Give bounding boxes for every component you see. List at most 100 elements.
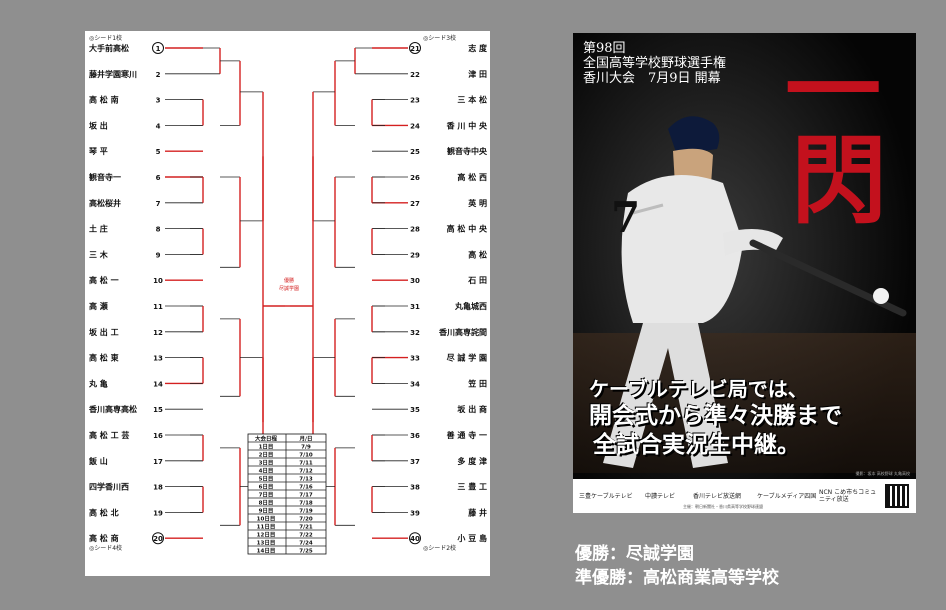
schedule-day: 11日目 — [257, 523, 276, 531]
schedule-date: 7/12 — [299, 469, 313, 475]
team-name-left: 丸 亀 — [88, 378, 108, 388]
batter-photo — [573, 33, 916, 513]
schedule-date: 7/25 — [299, 549, 313, 555]
schedule-day: 1日目 — [259, 443, 274, 451]
team-number-right: 35 — [410, 406, 420, 414]
team-name-left: 高 松 北 — [89, 507, 119, 517]
seed-label-bottom-right: ◎シード2校 — [423, 545, 457, 552]
runner-up-text: 準優勝：高松商業高等学校 — [575, 568, 779, 588]
team-number-right: 31 — [410, 303, 420, 311]
schedule-date: 7/22 — [299, 533, 313, 539]
team-name-left: 大手前高松 — [89, 43, 129, 53]
sponsor-bar: 三豊ケーブルテレビ 中讃テレビ 香川テレビ放送網 ケーブルメディア四国 NCN … — [573, 479, 916, 513]
sponsor-logo: ケーブルメディア四国 — [757, 493, 817, 500]
team-name-right: 高 松 — [468, 249, 487, 259]
team-name-right: 小 豆 島 — [456, 533, 487, 543]
team-name-left: 香川高専高松 — [88, 404, 137, 414]
team-number-right: 27 — [410, 200, 420, 208]
team-number-right: 26 — [410, 174, 420, 182]
team-name-right: 高 松 中 央 — [447, 224, 488, 234]
team-number-right: 21 — [410, 45, 420, 53]
broadcast-callout: ケーブルテレビ局では、 開会式から準々決勝まで 全試合実況生中継。 — [589, 376, 842, 460]
schedule-day: 8日目 — [259, 499, 274, 507]
team-number-left: 15 — [153, 406, 163, 414]
team-number-left: 18 — [153, 484, 163, 492]
team-name-right: 三 本 松 — [457, 95, 487, 105]
team-number-right: 34 — [410, 380, 420, 388]
callout-line: 開会式から準々決勝まで — [589, 403, 842, 429]
team-name-right: 善 通 寺 一 — [447, 430, 487, 440]
champion-box: 優勝 尽誠学園 — [274, 277, 304, 293]
team-name-right: 志 度 — [468, 43, 488, 53]
team-name-right: 高 松 西 — [457, 172, 487, 182]
team-number-left: 9 — [156, 251, 161, 259]
team-number-right: 39 — [410, 509, 420, 517]
team-name-left: 琴 平 — [88, 147, 108, 156]
team-name-right: 石 田 — [467, 276, 487, 285]
team-name-left: 観音寺一 — [89, 172, 121, 182]
callout-line: 全試合実況生中継。 — [593, 432, 800, 458]
team-number-left: 5 — [156, 148, 161, 156]
team-name-left: 四学香川西 — [89, 482, 129, 492]
schedule-date: 7/17 — [299, 493, 313, 499]
schedule-day: 14日目 — [257, 547, 276, 555]
winner-text: 優勝：尽誠学園 — [575, 544, 694, 564]
seed-circle — [152, 532, 164, 545]
seed-label-top-left: ◎シード1校 — [89, 35, 123, 42]
team-name-right: 藤 井 — [467, 507, 487, 517]
team-number-right: 40 — [410, 535, 420, 543]
team-number-left: 1 — [156, 45, 161, 53]
headline-kanji-ichi: 一 — [785, 34, 881, 147]
schedule-day: 2日目 — [259, 451, 274, 459]
team-number-left: 10 — [153, 277, 163, 285]
team-name-right: 香川高専詫間 — [438, 327, 487, 337]
schedule-date: 7/24 — [299, 541, 313, 547]
schedule-date: 7/19 — [299, 509, 313, 515]
champion-label: 優勝 — [283, 278, 294, 284]
team-number-left: 17 — [153, 458, 163, 466]
team-name-right: 尽 誠 学 園 — [447, 353, 487, 363]
team-name-right: 多 度 津 — [457, 456, 487, 466]
qr-code-icon — [885, 484, 909, 508]
team-number-right: 33 — [410, 355, 420, 363]
poster-title: 第98回 全国高等学校野球選手権 香川大会 7月9日 開幕 — [583, 41, 726, 86]
team-name-left: 高 松 一 — [89, 275, 119, 285]
team-name-right: 英 明 — [467, 198, 487, 208]
poster-title-line: 香川大会 7月9日 開幕 — [583, 71, 721, 86]
team-number-right: 24 — [410, 122, 420, 130]
callout-line: ケーブルテレビ局では、 — [589, 377, 808, 401]
schedule-day: 6日目 — [259, 483, 274, 491]
schedule-day: 13日目 — [257, 539, 276, 547]
headline-kanji-sen: 閃 — [791, 124, 887, 237]
team-number-right: 37 — [410, 458, 420, 466]
team-number-left: 7 — [156, 200, 161, 208]
team-number-left: 20 — [153, 535, 163, 543]
team-number-left: 2 — [156, 71, 161, 79]
team-name-right: 津 田 — [468, 69, 487, 79]
schedule-day: 4日目 — [259, 467, 274, 475]
team-name-right: 三 豊 工 — [457, 482, 487, 492]
team-number-right: 25 — [410, 148, 420, 156]
schedule-date: 7/18 — [299, 501, 313, 507]
team-number-left: 11 — [153, 303, 163, 311]
schedule-date: 7/13 — [299, 477, 313, 483]
jersey-number: 7 — [611, 193, 641, 242]
team-number-right: 22 — [410, 71, 420, 79]
schedule-header: 大会日程 — [255, 435, 278, 443]
schedule-header: 月/日 — [298, 435, 312, 443]
poster-title-line: 第98回 — [583, 41, 626, 56]
team-name-left: 高 松 工 芸 — [89, 430, 129, 440]
sponsor-logo: 三豊ケーブルテレビ — [579, 493, 633, 500]
team-number-right: 30 — [410, 277, 420, 285]
team-name-left: 飯 山 — [88, 456, 108, 466]
team-number-left: 6 — [156, 174, 161, 182]
team-name-right: 観音寺中央 — [447, 146, 488, 156]
schedule-day: 5日目 — [259, 475, 274, 483]
team-name-left: 高 松 東 — [89, 353, 119, 363]
team-number-right: 36 — [410, 432, 420, 440]
schedule-day: 7日目 — [259, 491, 274, 499]
team-number-right: 28 — [410, 226, 420, 234]
schedule-table — [247, 433, 327, 555]
team-number-left: 4 — [156, 122, 161, 130]
team-name-left: 坂 出 — [89, 120, 108, 130]
